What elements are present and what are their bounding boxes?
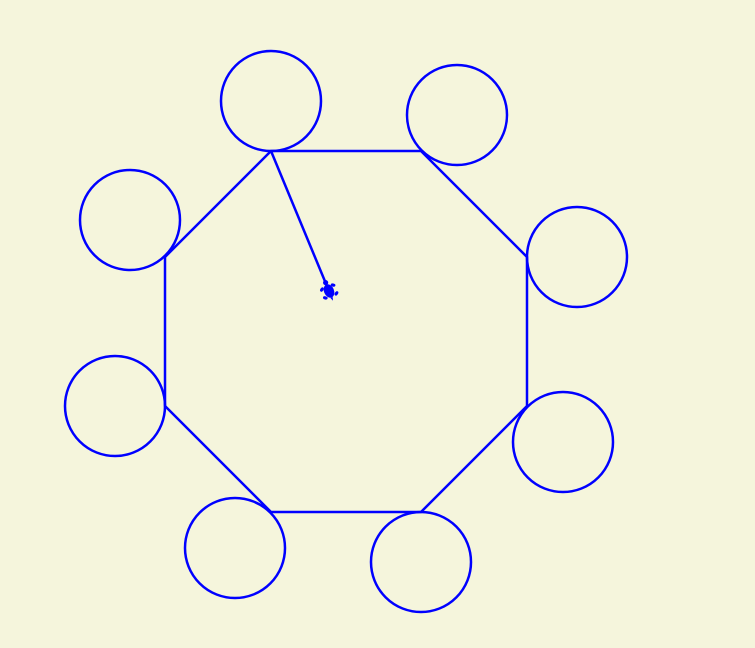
vertex-circle: [183, 496, 287, 600]
turtle-icon: [320, 280, 339, 301]
vertex-circle: [78, 168, 182, 272]
vertex-circle: [405, 63, 509, 167]
turtle-path-line: [269, 150, 331, 292]
vertex-circle: [369, 510, 473, 614]
vertex-circle: [525, 205, 629, 309]
vertex-circle: [511, 390, 615, 494]
vertex-circle: [63, 354, 167, 458]
